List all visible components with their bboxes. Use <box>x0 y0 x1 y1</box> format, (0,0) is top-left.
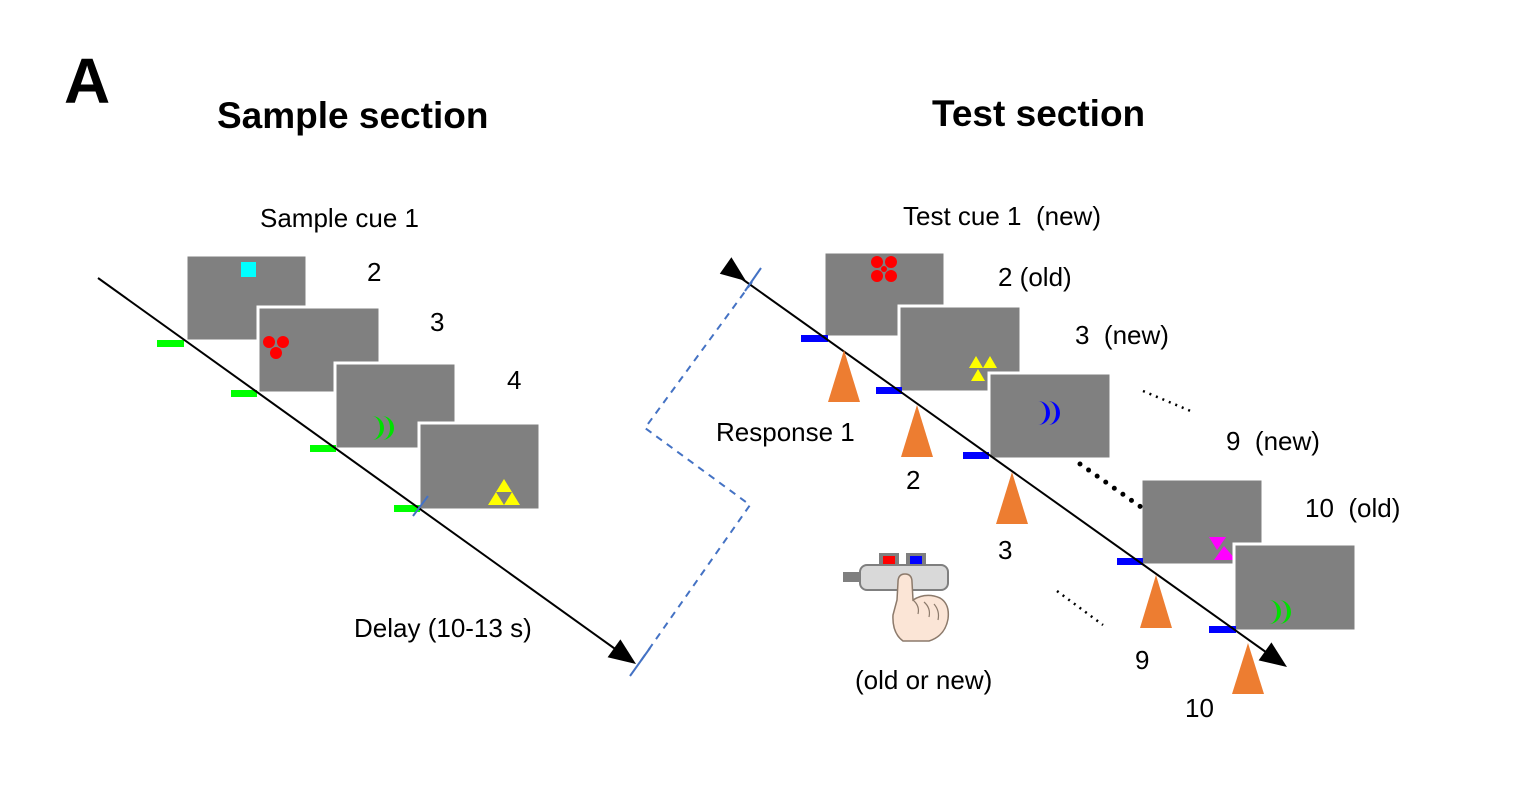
sample-onset-marker <box>394 505 420 512</box>
section-divider <box>639 281 753 663</box>
test-frame-label-2: 2 (old) <box>998 262 1072 292</box>
response-number-10: 10 <box>1185 693 1214 723</box>
ellipsis-dots-lower <box>1056 589 1104 627</box>
red-dot <box>885 256 897 268</box>
test-timeline <box>737 275 1271 656</box>
test-onset-marker <box>801 335 828 342</box>
blue-crescent <box>1048 401 1060 425</box>
test-frame-10 <box>1232 542 1358 633</box>
yellow-triangle <box>488 492 504 505</box>
red-dot <box>263 336 275 348</box>
green-crescents-icon <box>1269 600 1291 624</box>
yellow-triangle <box>504 492 520 505</box>
green-crescents-icon <box>372 416 394 440</box>
cable-plug <box>843 572 861 582</box>
test-frame-label-9: 9 (new) <box>1226 426 1320 456</box>
red-dot <box>871 270 883 282</box>
ellipsis-dots-timeline <box>1077 461 1151 515</box>
delay-start-tick <box>412 495 429 517</box>
test-timeline-start-arrowhead <box>719 257 746 281</box>
test-onset-marker <box>876 387 902 394</box>
red-four-dots-icon <box>871 256 897 282</box>
magenta-triangle <box>1214 546 1236 560</box>
response-number-2: 2 <box>906 465 920 495</box>
test-onset-marker <box>963 452 989 459</box>
delay-end-tick <box>629 647 651 677</box>
green-crescent <box>1279 600 1291 624</box>
response-number-3: 3 <box>998 535 1012 565</box>
sample-onset-marker <box>310 445 336 452</box>
button-caption: (old or new) <box>855 665 992 695</box>
red-dot <box>277 336 289 348</box>
response-cone-3 <box>996 472 1028 524</box>
red-dot <box>270 347 282 359</box>
sample-onset-marker <box>231 390 257 397</box>
delay-label: Delay (10-13 s) <box>354 613 532 643</box>
response-cone-2 <box>901 405 933 457</box>
red-button <box>883 556 895 564</box>
blue-crescents-icon <box>1038 401 1060 425</box>
test-frame-3 <box>987 371 1113 461</box>
yellow-triangles-icon <box>969 356 997 381</box>
yellow-triangle <box>969 356 983 368</box>
ellipsis-dots-upper <box>1142 389 1194 414</box>
red-dot <box>871 256 883 268</box>
response-cone-1 <box>828 350 860 402</box>
test-cue-label: Test cue 1 (new) <box>903 201 1101 231</box>
test-frame-label-10: 10 (old) <box>1305 493 1400 523</box>
knuckle-lines <box>912 599 940 621</box>
green-crescent <box>372 416 384 440</box>
sample-frame-label-3: 3 <box>430 307 444 337</box>
response-cone-10 <box>1232 643 1264 694</box>
sample-frame-label-2: 2 <box>367 257 381 287</box>
hand-icon <box>892 573 950 642</box>
hand-shape <box>892 573 950 642</box>
blue-button <box>910 556 922 564</box>
test-frame-2 <box>897 304 1023 394</box>
yellow-triangle <box>971 369 985 381</box>
response-button-box <box>843 553 949 591</box>
sample-section-title: Sample section <box>217 95 488 136</box>
response-cone-9 <box>1140 575 1172 628</box>
magenta-triangles-icon <box>1209 537 1236 560</box>
test-timeline-arrowhead <box>1258 642 1287 667</box>
test-section-title: Test section <box>932 93 1145 134</box>
red-three-dots-icon <box>263 336 289 359</box>
sample-frame-4 <box>417 421 542 512</box>
sample-timeline <box>97 277 619 652</box>
test-onset-marker <box>1117 558 1143 565</box>
yellow-triangle <box>496 479 512 492</box>
test-frame-label-3: 3 (new) <box>1075 320 1169 350</box>
red-dot <box>881 266 887 272</box>
sample-onset-marker <box>157 340 184 347</box>
response-label: Response 1 <box>716 417 855 447</box>
red-dot <box>885 270 897 282</box>
magenta-triangle <box>1209 537 1226 550</box>
sample-timeline-arrowhead <box>607 639 636 664</box>
yellow-triangle <box>983 356 997 368</box>
test-onset-marker <box>1209 626 1236 633</box>
cyan-square-icon <box>241 262 256 277</box>
panel-label: A <box>64 45 110 117</box>
sample-frame-label-4: 4 <box>507 365 521 395</box>
green-crescent <box>382 416 394 440</box>
yellow-triangles-icon <box>488 479 520 505</box>
green-crescent <box>1269 600 1281 624</box>
test-start-tick <box>744 267 762 292</box>
response-number-9: 9 <box>1135 645 1149 675</box>
blue-crescent <box>1038 401 1050 425</box>
sample-cue-label: Sample cue 1 <box>260 203 419 233</box>
